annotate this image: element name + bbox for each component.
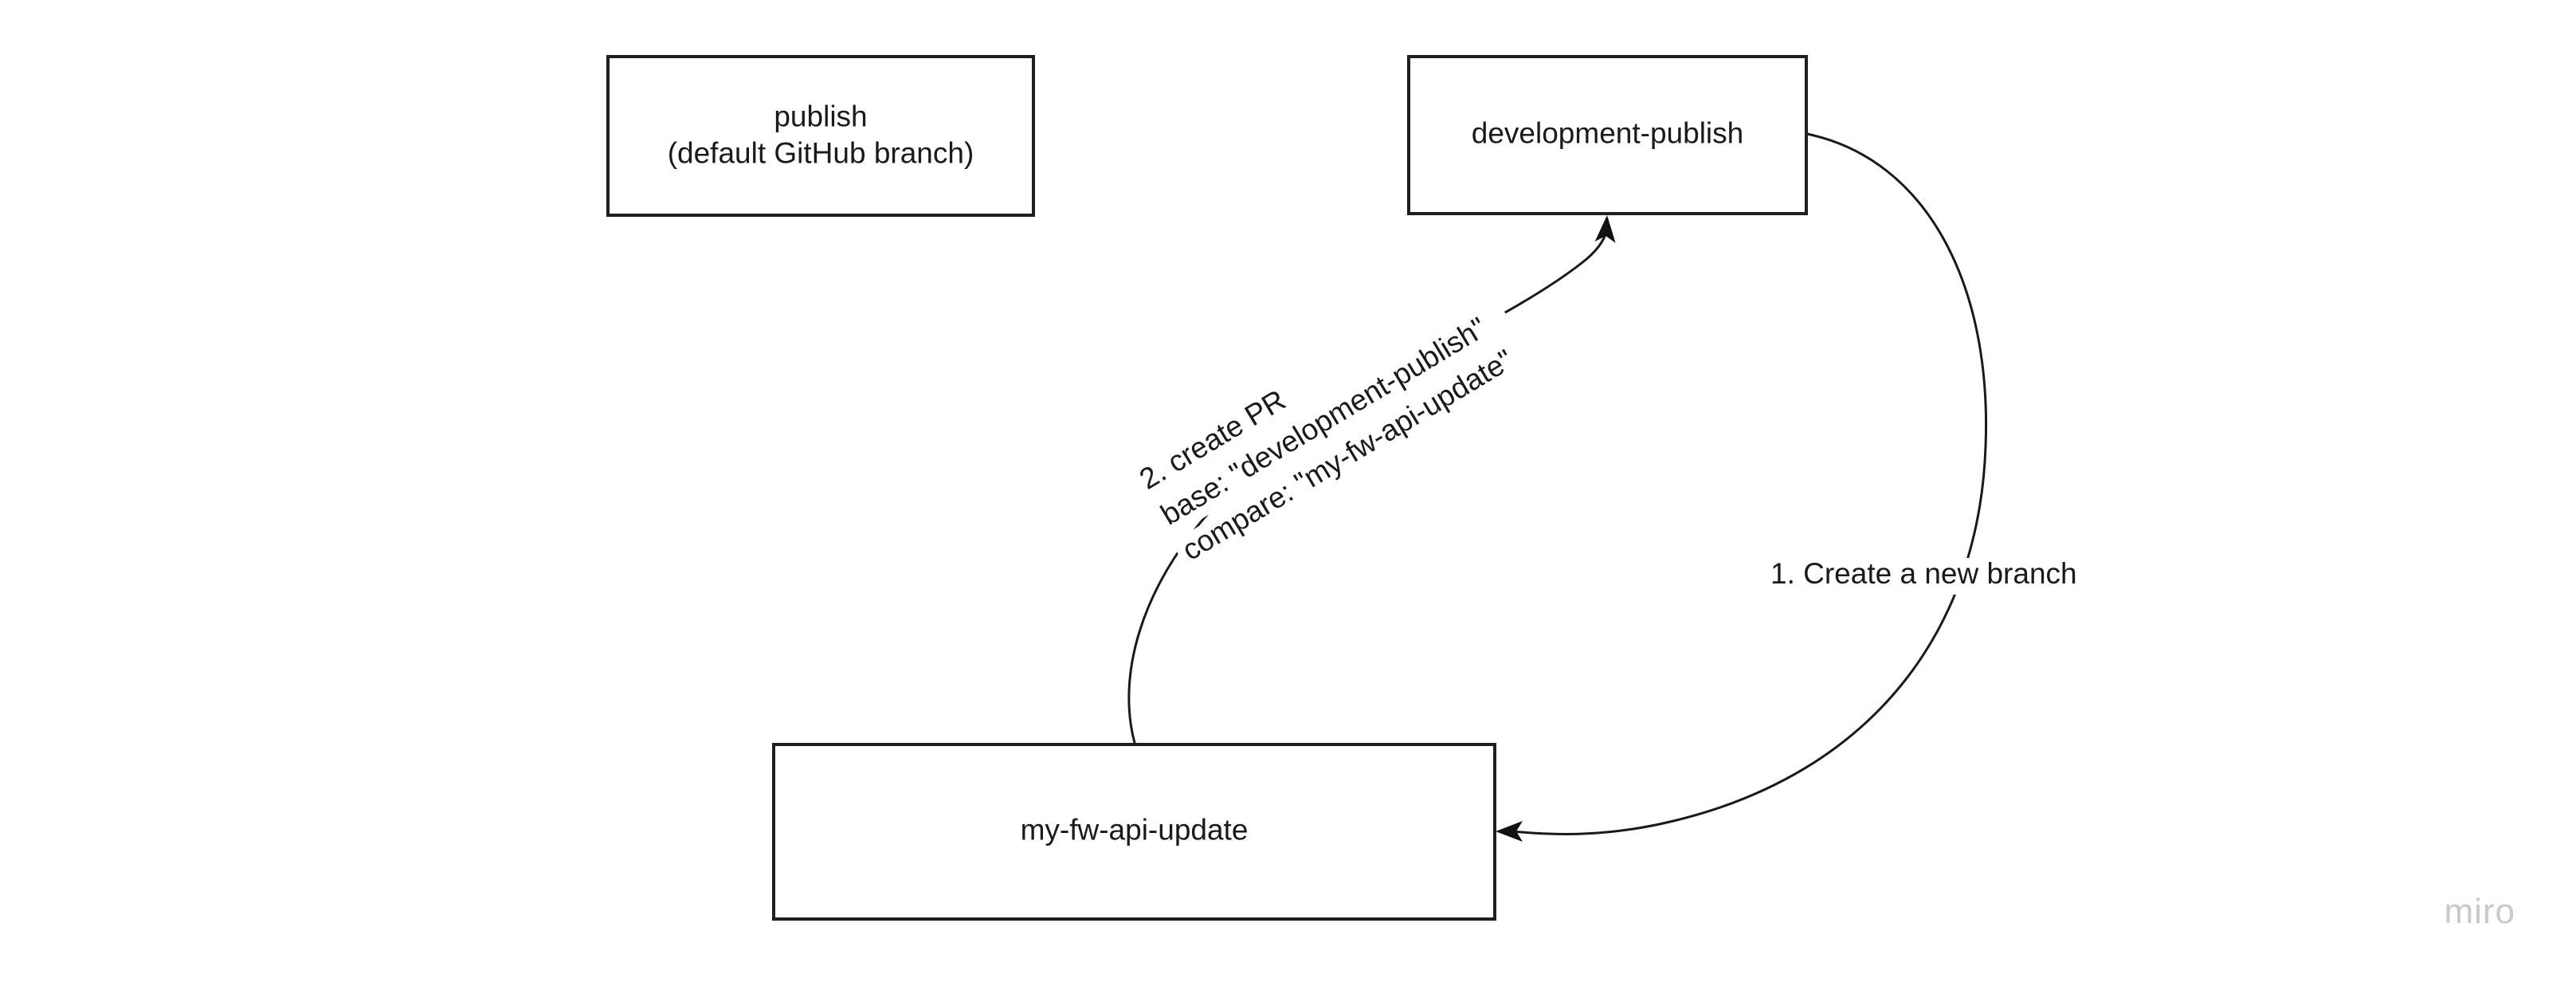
my-fw-api-update-node[interactable]: my-fw-api-update (772, 743, 1496, 921)
edge-create-branch (1496, 132, 1988, 842)
publish-node-sublabel: (default GitHub branch) (668, 136, 974, 169)
development-publish-node[interactable]: development-publish (1407, 55, 1808, 215)
edge-create-pr-label-line: compare: "my-fw-api-update" (1177, 343, 1519, 567)
edge-labels-layer: 1. Create a new branch 2. create PRbase: … (1128, 298, 2096, 595)
my-fw-api-update-node-label: my-fw-api-update (1021, 813, 1249, 846)
edge-create-branch-label-backing (1764, 558, 2096, 595)
publish-node-rect[interactable] (606, 55, 1035, 217)
miro-watermark: miro (2444, 892, 2515, 931)
edge-create-branch-label-line: 1. Create a new branch (1770, 557, 2077, 590)
development-publish-node-label: development-publish (1472, 116, 1743, 149)
development-publish-node-rect[interactable] (1407, 55, 1808, 215)
edge-create-branch-label-group: 1. Create a new branch (1764, 557, 2096, 595)
edge-create-pr-arrowhead (1594, 215, 1616, 243)
my-fw-api-update-node-rect[interactable] (772, 743, 1496, 921)
publish-node[interactable]: publish (default GitHub branch) (606, 55, 1035, 217)
edge-create-branch-arrowhead (1496, 821, 1523, 842)
edge-create-branch-line (1511, 132, 1988, 835)
publish-node-label: publish (774, 100, 867, 132)
edge-create-pr-label-backing (1171, 334, 1537, 575)
nodes-layer: publish (default GitHub branch) developmen… (606, 55, 1808, 921)
edges-layer (1127, 132, 1988, 842)
edge-create-pr-label-backing (1150, 298, 1516, 539)
edge-create-pr-label-backing (1128, 375, 1308, 504)
